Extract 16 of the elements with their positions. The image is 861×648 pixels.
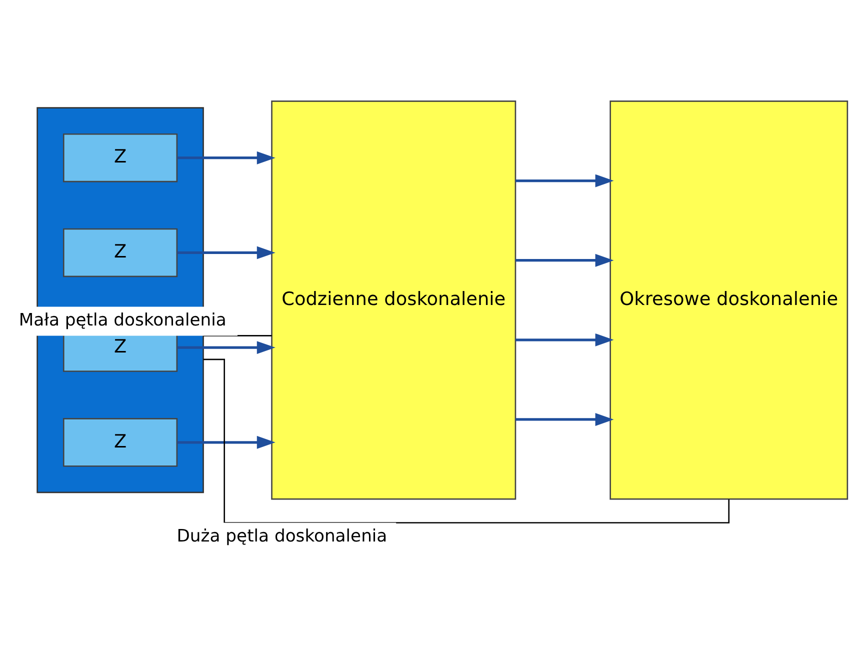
connector <box>203 334 272 336</box>
node-box: Okresowe doskonalenie <box>610 100 848 500</box>
arrow <box>516 332 614 346</box>
node-box: Z <box>62 133 178 182</box>
arrow <box>516 412 614 426</box>
node-box: Codzienne doskonalenie <box>271 100 516 500</box>
connector <box>203 358 730 523</box>
arrow <box>177 435 276 448</box>
arrow <box>516 174 614 187</box>
node-box: Z <box>62 418 178 466</box>
arrow <box>177 340 276 354</box>
arrow <box>177 150 276 164</box>
arrow <box>516 253 614 266</box>
edge-label: Duża pętla doskonalenia <box>176 526 388 546</box>
arrow <box>177 246 276 259</box>
node-box: Z <box>62 228 178 277</box>
